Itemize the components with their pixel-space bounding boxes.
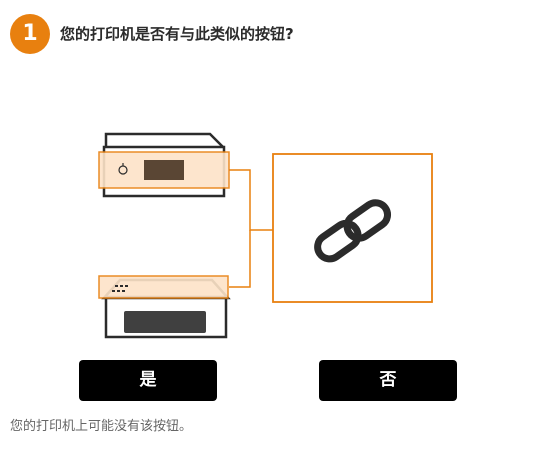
footnote-text: 您的打印机上可能没有该按钮。 [10, 419, 193, 434]
printer-top-icon [98, 132, 230, 198]
printer-bottom-icon [98, 275, 231, 339]
control-buttons-dots [112, 285, 128, 292]
link-icon [314, 199, 392, 263]
display-screen [144, 160, 184, 180]
step-number-badge: 1 [10, 14, 50, 54]
connector-lines [229, 169, 273, 288]
question-title: 您的打印机是否有与此类似的按钮? [60, 25, 294, 43]
control-panel-highlight [98, 275, 229, 299]
yes-button[interactable]: 是 [79, 360, 217, 401]
paper-output-slot [124, 311, 206, 333]
no-button[interactable]: 否 [319, 360, 457, 401]
